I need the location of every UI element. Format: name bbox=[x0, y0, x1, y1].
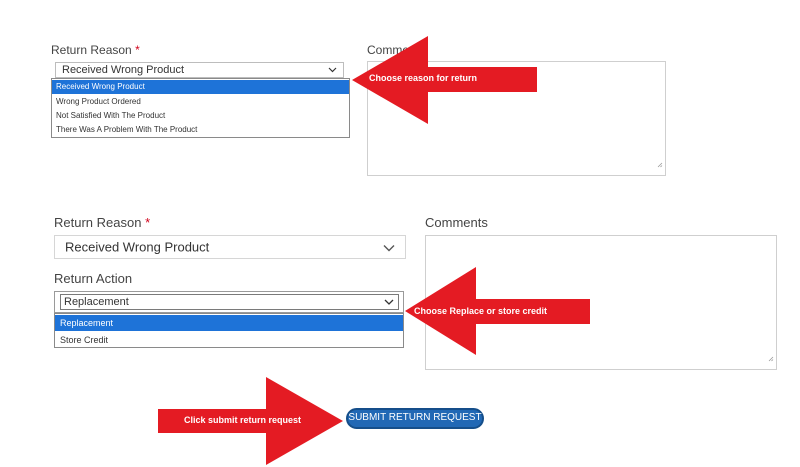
return-reason-select-value: Received Wrong Product bbox=[65, 239, 210, 255]
submit-return-request-button[interactable]: SUBMIT RETURN REQUEST bbox=[346, 408, 484, 429]
dropdown-option[interactable]: There Was A Problem With The Product bbox=[56, 125, 198, 134]
dropdown-option[interactable]: Received Wrong Product bbox=[52, 80, 349, 94]
return-action-select[interactable]: Replacement bbox=[60, 294, 399, 310]
dropdown-option[interactable]: Replacement bbox=[55, 315, 403, 331]
resize-grip-icon[interactable] bbox=[768, 349, 774, 367]
chevron-down-icon bbox=[328, 64, 337, 76]
return-reason-label-text: Return Reason bbox=[54, 215, 142, 230]
chevron-down-icon bbox=[383, 240, 395, 255]
return-reason-label: Return Reason * bbox=[54, 215, 150, 230]
reason-callout-text: Choose reason for return bbox=[369, 73, 478, 83]
dropdown-option[interactable]: Not Satisfied With The Product bbox=[56, 111, 166, 120]
resize-grip-icon[interactable] bbox=[657, 155, 663, 173]
return-reason-label-text: Return Reason bbox=[51, 43, 132, 57]
required-marker: * bbox=[145, 215, 151, 230]
dropdown-option[interactable]: Wrong Product Ordered bbox=[56, 97, 141, 106]
return-action-select-frame: Replacement bbox=[54, 291, 404, 313]
return-reason-select[interactable]: Received Wrong Product bbox=[54, 235, 406, 259]
red-arrow-icon bbox=[405, 267, 590, 355]
return-reason-dropdown-list: Received Wrong Product Wrong Product Ord… bbox=[51, 78, 350, 138]
return-action-select-value: Replacement bbox=[64, 296, 129, 308]
return-reason-label: Return Reason * bbox=[51, 43, 140, 57]
comments-label: Comments bbox=[425, 215, 488, 230]
submit-callout-text: Click submit return request bbox=[184, 415, 302, 425]
chevron-down-icon bbox=[384, 296, 394, 308]
return-reason-select-value: Received Wrong Product bbox=[62, 64, 185, 76]
required-marker: * bbox=[135, 43, 140, 57]
dropdown-option[interactable]: Store Credit bbox=[60, 335, 109, 345]
red-arrow-icon bbox=[158, 377, 343, 465]
return-action-label: Return Action bbox=[54, 271, 133, 286]
return-reason-select[interactable]: Received Wrong Product bbox=[55, 62, 344, 78]
return-action-dropdown-list: Replacement Store Credit bbox=[54, 313, 404, 348]
action-callout-text: Choose Replace or store credit bbox=[414, 306, 548, 316]
red-arrow-icon bbox=[352, 36, 537, 124]
